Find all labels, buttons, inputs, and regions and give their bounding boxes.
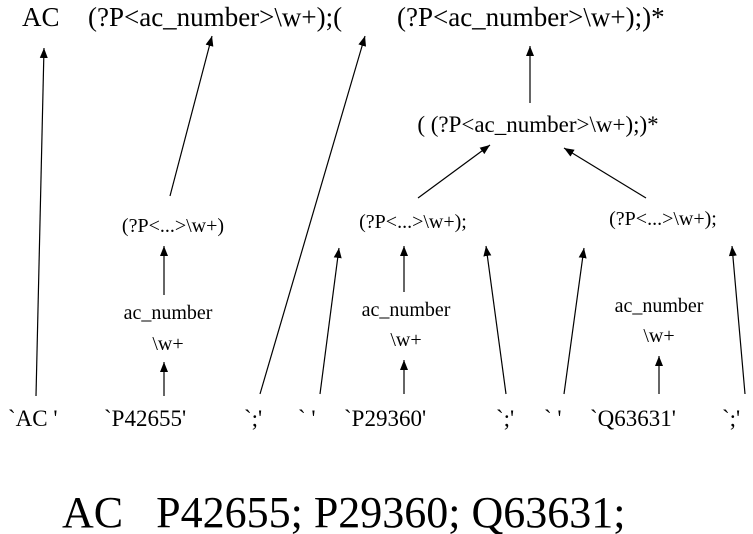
node-1-label: (?P<...>\w+) [122,215,224,237]
node-3-label: (?P<...>\w+); [609,208,717,230]
arrow-space1-to-node2 [319,247,342,395]
arrow-node2-to-group [417,144,491,199]
leaf-3-name: ac_number [615,295,704,317]
token-q63631: `Q63631' [590,406,676,431]
node-2-label: (?P<...>\w+); [359,211,467,233]
arrow-ac-to-top [35,47,48,397]
arrow-sep1-to-top [259,35,367,395]
token-space-1: ` ' [298,406,316,431]
leaf-2-name: ac_number [362,299,451,321]
leaf-1-name: ac_number [124,302,213,324]
token-ac: `AC ' [8,406,58,431]
arrow-space2-to-node3 [563,247,587,395]
arrow-sep2-to-node2 [483,245,507,395]
leaf-1-pattern: \w+ [152,333,183,355]
arrow-node1-to-top [169,35,214,197]
token-sep-2: `;' [496,406,514,431]
top-pattern-part1: (?P<ac_number>\w+);( [88,2,342,32]
token-sep-3: `;' [722,406,740,431]
top-ac-label: AC [22,2,60,32]
group-node-label: ( (?P<ac_number>\w+);)* [417,112,658,137]
top-pattern-part2: (?P<ac_number>\w+);)* [397,2,665,32]
token-space-2: ` ' [544,406,562,431]
token-p29360: `P29360' [344,406,426,431]
arrow-sep3-to-node3 [728,245,746,395]
token-sep-1: `;' [244,406,262,431]
leaf-3-pattern: \w+ [643,325,674,347]
token-p42655: `P42655' [104,406,186,431]
arrow-node3-to-group [563,147,647,199]
leaf-2-pattern: \w+ [390,329,421,351]
input-string: AC P42655; P29360; Q63631; [62,488,626,534]
